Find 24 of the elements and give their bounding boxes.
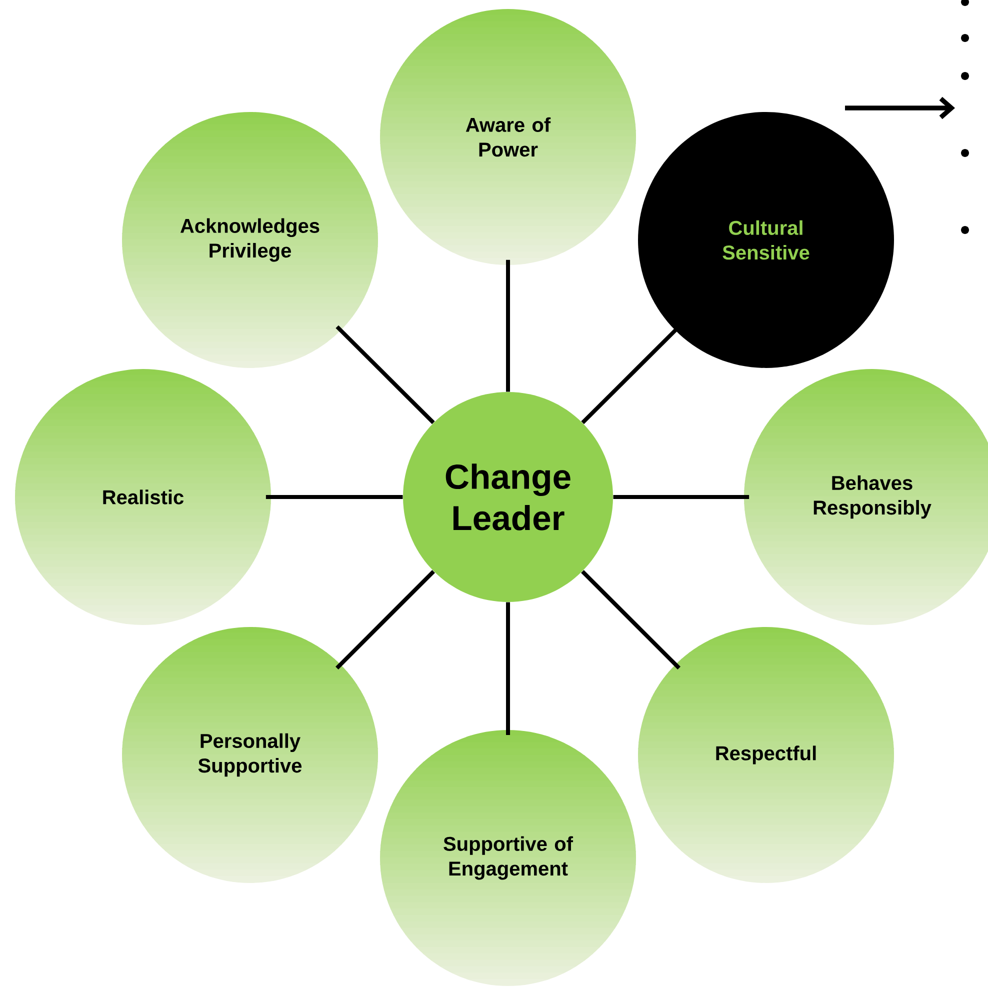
connector-line [336, 570, 435, 670]
circle-node: Realistic [15, 369, 271, 625]
node-label: Supportive of Engagement [444, 836, 574, 880]
connector-line [506, 602, 510, 736]
circle-node: Acknowledges Privilege [122, 112, 378, 368]
node-label: Acknowledges Privilege [180, 218, 320, 262]
node-label: Respectful [716, 746, 816, 764]
node-label: Aware of [466, 117, 551, 132]
connector-line [336, 325, 435, 424]
connector-line [613, 495, 750, 499]
connector-line [581, 570, 680, 670]
node-label: Personally Supportive [198, 733, 302, 777]
circle-node: Supportive of Engagement [380, 730, 636, 986]
circle-node: Respectful [638, 627, 894, 883]
circle-node: Personally Supportive [122, 627, 378, 883]
circle-node: Cultural Sensitive [638, 112, 894, 368]
circle-node: Aware of Power [380, 9, 636, 265]
node-label: Power [479, 142, 538, 157]
circle-node: Behaves Responsibly [744, 369, 988, 625]
node-label: Realistic [103, 490, 184, 504]
connector-line [266, 495, 403, 499]
circle-node: Change Leader [403, 392, 613, 602]
node-label: Behaves Responsibly [814, 475, 932, 519]
connector-line [506, 260, 510, 392]
